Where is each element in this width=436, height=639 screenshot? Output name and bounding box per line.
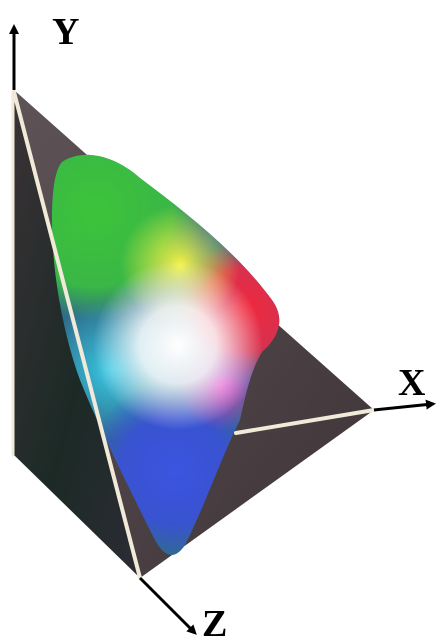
z-axis bbox=[140, 578, 194, 632]
x-axis bbox=[374, 404, 432, 410]
z-axis-label: Z bbox=[202, 603, 227, 639]
y-axis-label: Y bbox=[52, 11, 79, 53]
x-axis-label: X bbox=[398, 362, 425, 404]
